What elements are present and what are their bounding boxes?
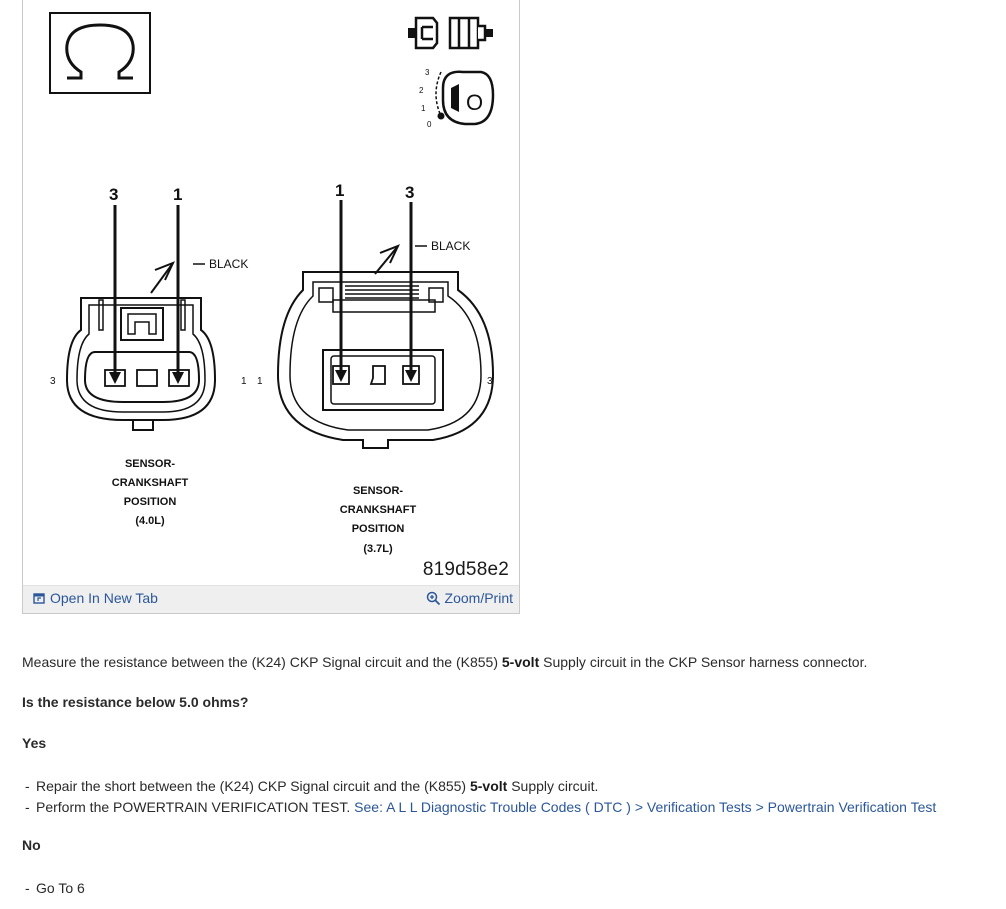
side-label-1-left-b: 1	[257, 376, 263, 387]
pin-label-1-right: 1	[335, 181, 344, 200]
pin-label-3-right: 3	[405, 183, 414, 202]
magnifier-zoom-icon	[426, 591, 440, 605]
no-heading: No	[22, 837, 41, 853]
connector-3-7l: 1 3 BLACK 3	[276, 181, 495, 449]
powertrain-verification-test-link[interactable]: See: A L L Diagnostic Trouble Codes ( DT…	[354, 799, 937, 815]
caption-right-line-3: POSITION	[352, 523, 405, 535]
black-label-left: BLACK	[209, 257, 248, 271]
instruction-text-pre: Measure the resistance between the (K24)…	[22, 654, 502, 670]
connector-4-0l: 3 1 BLACK 3 1 1	[50, 185, 263, 431]
yes-item1-pre: Repair the short between the (K24) CKP S…	[36, 778, 470, 794]
yes-item1-post: Supply circuit.	[507, 778, 599, 794]
yes-item1-bold: 5-volt	[469, 778, 508, 794]
no-item1: Go To 6	[36, 880, 85, 896]
yes-heading: Yes	[22, 735, 47, 751]
yes-item2-pre: Perform the POWERTRAIN VERIFICATION TEST…	[36, 799, 355, 815]
figure-footer: Open In New Tab Zoom/Print	[23, 585, 519, 613]
pin-label-3-left: 3	[109, 185, 118, 204]
side-label-3-right: 3	[487, 376, 493, 387]
key-pos-0: 0	[427, 120, 432, 129]
black-label-right: BLACK	[431, 239, 470, 253]
list-item: Repair the short between the (K24) CKP S…	[22, 776, 936, 797]
diagram-figure: 3 2 1 0 O 3 1 BLACK	[22, 0, 520, 614]
open-in-new-tab-link[interactable]: Open In New Tab	[33, 590, 158, 606]
zoom-print-label: Zoom/Print	[444, 590, 513, 606]
open-in-new-tab-label: Open In New Tab	[50, 590, 158, 606]
key-position-letter: O	[466, 90, 483, 115]
list-item: Go To 6	[22, 878, 85, 899]
no-actions-list: Go To 6	[22, 878, 85, 899]
instruction-text-post: Supply circuit in the CKP Sensor harness…	[539, 654, 868, 670]
caption-left-line-3: POSITION	[124, 496, 177, 508]
side-label-1-left: 1	[241, 376, 247, 387]
caption-right-line-2: CRANKSHAFT	[340, 504, 417, 516]
list-item: Perform the POWERTRAIN VERIFICATION TEST…	[22, 797, 936, 818]
side-label-3-left: 3	[50, 376, 56, 387]
caption-left-line-4: (4.0L)	[135, 515, 165, 527]
step-instruction: Measure the resistance between the (K24)…	[22, 652, 982, 672]
ignition-key-off-icon: 3 2 1 0 O	[419, 68, 495, 129]
zoom-print-link[interactable]: Zoom/Print	[426, 590, 513, 606]
caption-right-line-1: SENSOR-	[353, 485, 403, 497]
caption-left-line-1: SENSOR-	[125, 458, 175, 470]
key-pos-3: 3	[425, 68, 430, 77]
open-new-tab-icon	[33, 592, 45, 604]
connector-diagram: 3 2 1 0 O 3 1 BLACK	[49, 12, 495, 555]
instruction-text-bold: 5-volt	[501, 654, 540, 670]
step-question: Is the resistance below 5.0 ohms?	[22, 694, 249, 710]
caption-left-line-2: CRANKSHAFT	[112, 477, 189, 489]
caption-right-line-4: (3.7L)	[363, 543, 393, 555]
pin-label-1-left: 1	[173, 185, 182, 204]
figure-id: 819d58e2	[422, 559, 509, 580]
ohm-icon	[49, 12, 151, 94]
yes-actions-list: Repair the short between the (K24) CKP S…	[22, 776, 936, 818]
key-pos-1: 1	[421, 104, 426, 113]
key-pos-2: 2	[419, 86, 424, 95]
disconnected-connector-icon	[408, 16, 493, 50]
